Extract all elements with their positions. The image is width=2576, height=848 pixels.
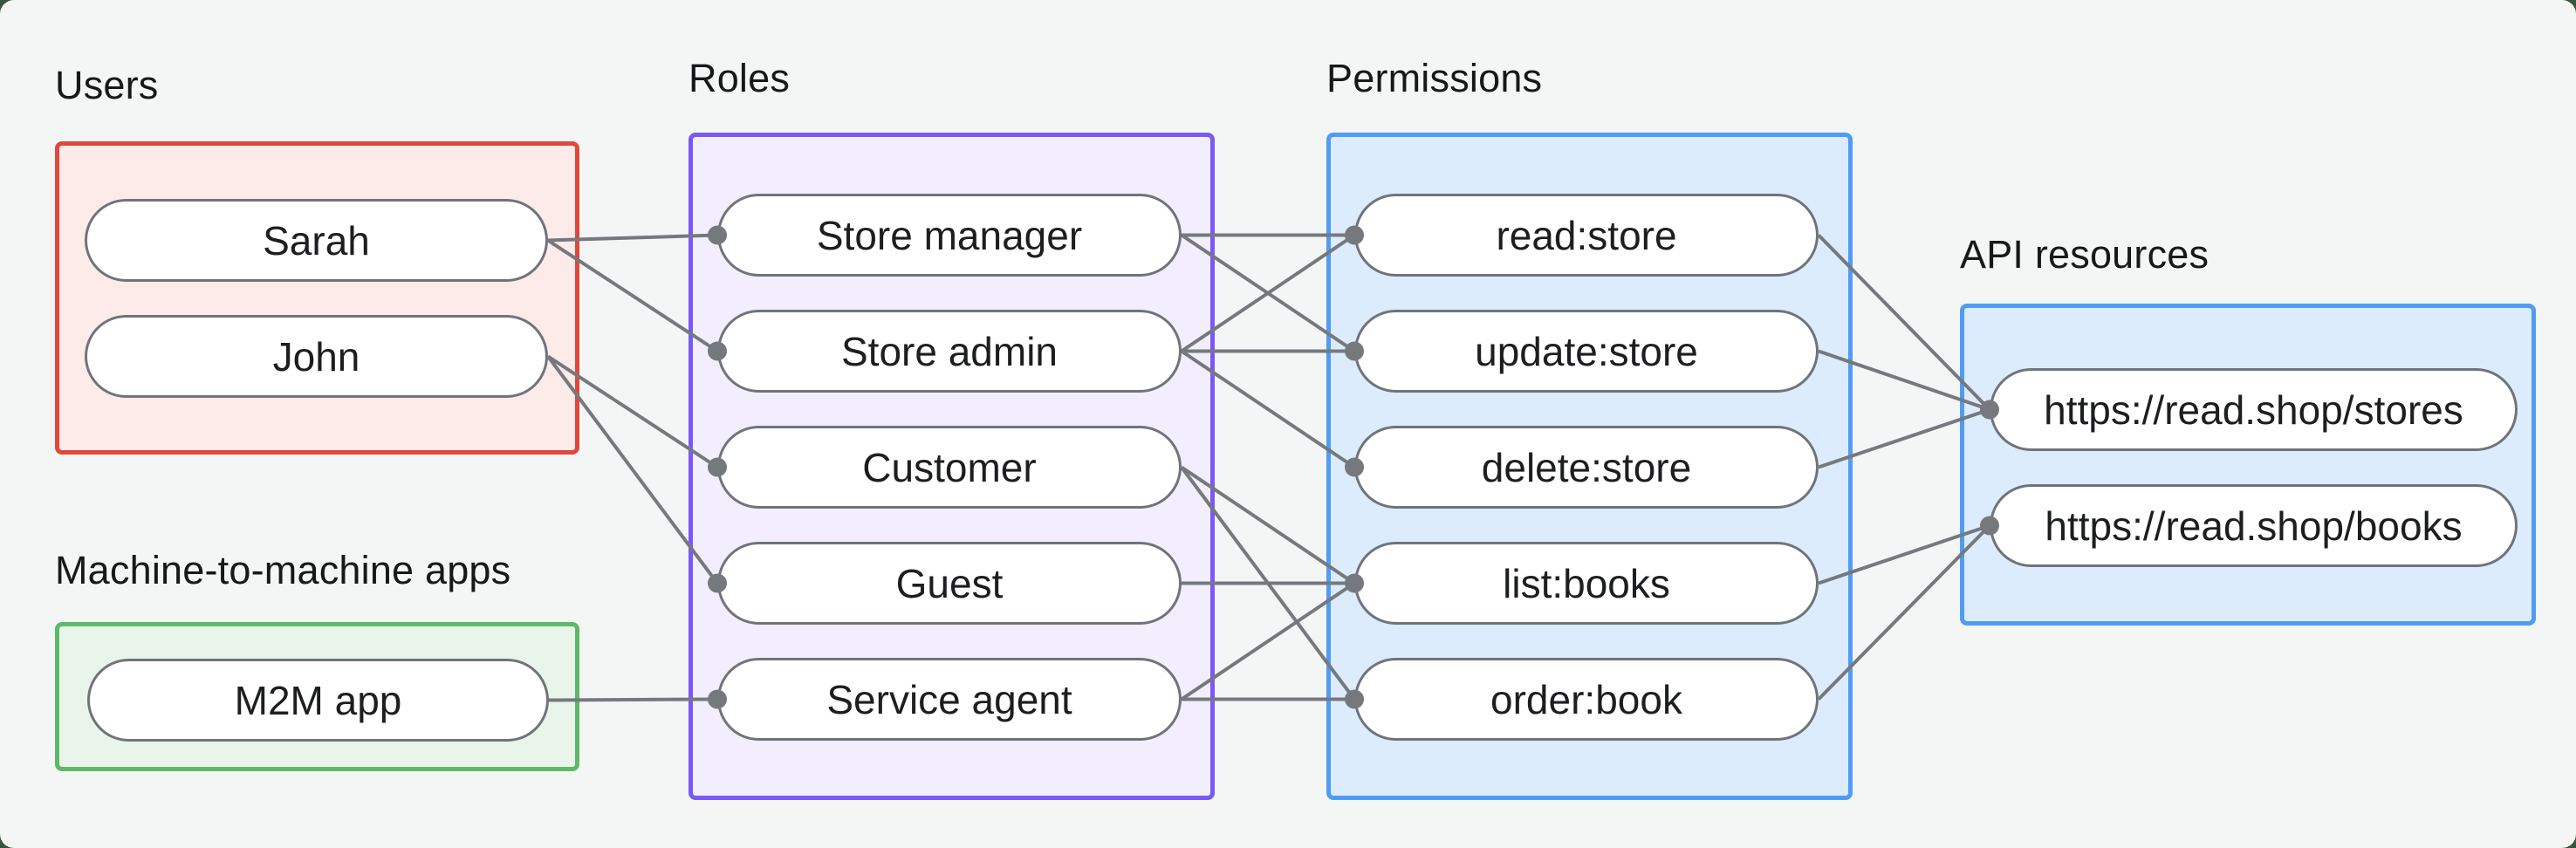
node-read-store: read:store xyxy=(1354,194,1819,277)
node-m2m-app: M2M app xyxy=(87,659,549,742)
roles-group-label: Roles xyxy=(689,56,791,100)
machine-to-machine-group-label: Machine-to-machine apps xyxy=(55,548,511,592)
node-update-store: update:store xyxy=(1354,310,1819,393)
node-store-manager: Store manager xyxy=(717,194,1182,277)
users-group-box xyxy=(55,141,579,455)
node-stores-api: https://read.shop/stores xyxy=(1990,368,2518,451)
node-list-books: list:books xyxy=(1354,542,1819,625)
node-books-api: https://read.shop/books xyxy=(1990,484,2518,567)
node-order-book: order:book xyxy=(1354,658,1819,741)
node-guest: Guest xyxy=(717,542,1182,625)
node-customer: Customer xyxy=(717,426,1182,509)
node-service-agent: Service agent xyxy=(717,658,1182,741)
node-sarah: Sarah xyxy=(85,199,548,282)
permissions-group-label: Permissions xyxy=(1326,56,1543,100)
users-group-label: Users xyxy=(55,63,159,107)
node-delete-store: delete:store xyxy=(1354,426,1819,509)
node-store-admin: Store admin xyxy=(717,310,1182,393)
api-resources-group-label: API resources xyxy=(1960,232,2209,277)
node-john: John xyxy=(85,315,548,398)
